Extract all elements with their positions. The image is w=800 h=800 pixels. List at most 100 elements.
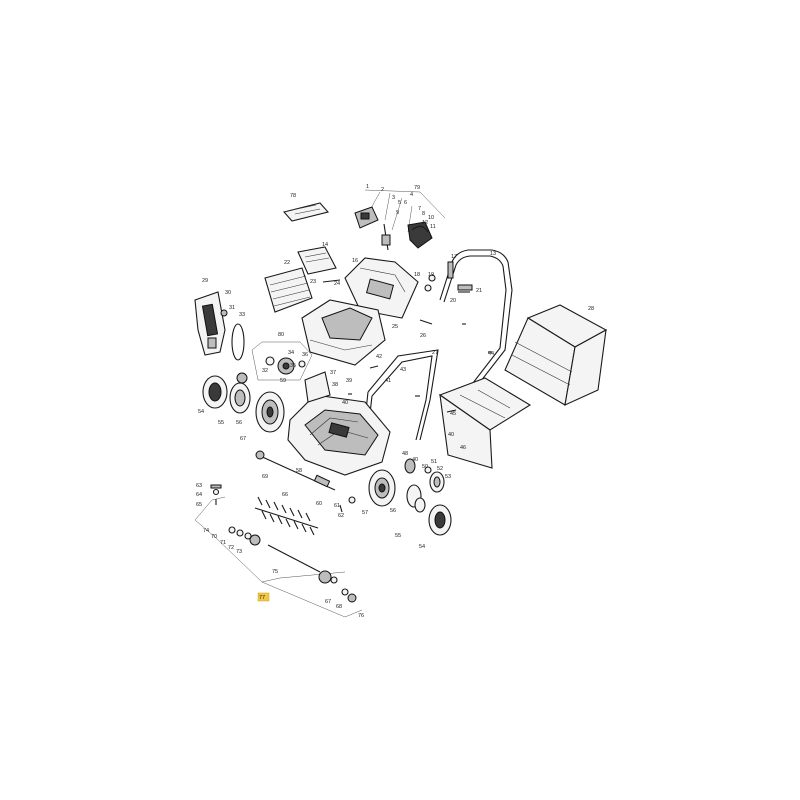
part-13-upper-handle (439, 249, 513, 396)
label-77: 77 (259, 595, 265, 601)
label-2: 2 (381, 187, 384, 193)
label-43: 43 (400, 367, 406, 373)
label-35: 35 (290, 363, 296, 369)
part-29-motor (194, 291, 226, 356)
label-11: 11 (430, 224, 436, 230)
label-39: 39 (346, 378, 352, 384)
label-60: 60 (316, 501, 322, 507)
highlight-box-77 (257, 592, 270, 602)
part-60-axle-end (313, 474, 331, 488)
label-22: 22 (284, 260, 290, 266)
part-28-grass-box (504, 304, 608, 406)
part-number-labels: 78 79 1 2 3 4 5 6 7 8 9 10 11 12 13 14 1… (196, 184, 594, 619)
label-71: 71 (220, 540, 226, 546)
part-54-hubcap-left (202, 375, 228, 409)
part-53-front-wheel-small (429, 471, 445, 493)
label-28: 28 (588, 306, 594, 312)
label-24: 24 (334, 281, 340, 287)
part-14-warning-label (297, 246, 337, 275)
label-1: 1 (366, 184, 369, 190)
part-80-main-cover (301, 299, 386, 366)
label-59: 59 (280, 378, 286, 384)
label-36: 36 (302, 352, 308, 358)
label-74: 74 (203, 528, 209, 534)
label-18: 18 (414, 272, 420, 278)
part-31-pulley (220, 309, 228, 317)
label-10: 10 (428, 215, 434, 221)
label-66: 66 (282, 492, 288, 498)
label-56-right: 56 (390, 508, 396, 514)
label-72: 72 (228, 545, 234, 551)
label-76: 76 (358, 613, 364, 619)
label-67-upper: 67 (240, 436, 246, 442)
label-3: 3 (392, 195, 395, 201)
label-19: 19 (428, 272, 434, 278)
part-16-top-cover (344, 257, 419, 319)
part-1-switch-housing (354, 206, 379, 229)
label-42: 42 (376, 354, 382, 360)
part-54-hubcap-right (428, 504, 452, 536)
label-23: 23 (310, 279, 316, 285)
label-78: 78 (290, 193, 296, 199)
part-56-wheel-left (255, 391, 285, 433)
label-27: 27 (432, 350, 438, 356)
label-68: 68 (336, 604, 342, 610)
label-63: 63 (196, 483, 202, 489)
part-40-chassis-deck (287, 394, 391, 476)
label-54-right: 54 (419, 544, 425, 550)
part-11-switch-lever (407, 221, 433, 249)
part-17-21-handle-fittings (424, 261, 473, 292)
label-57: 57 (362, 510, 368, 516)
part-57-wheel-right (368, 469, 396, 507)
label-34: 34 (288, 350, 294, 356)
label-9: 9 (396, 210, 399, 216)
label-45: 45 (450, 411, 456, 417)
label-48: 48 (402, 451, 408, 457)
label-55-left: 55 (218, 420, 224, 426)
part-22-air-filter (264, 267, 313, 313)
label-46: 46 (460, 445, 466, 451)
label-69: 69 (262, 474, 268, 480)
label-16: 16 (352, 258, 358, 264)
part-75-roller-shaft (228, 526, 357, 603)
label-21: 21 (476, 288, 482, 294)
part-46-grass-bag-frame (438, 377, 532, 469)
label-26: 26 (420, 333, 426, 339)
label-55-right: 55 (395, 533, 401, 539)
label-64: 64 (196, 492, 202, 498)
label-51: 51 (431, 459, 437, 465)
label-7: 7 (418, 206, 421, 212)
label-40-chassis: 40 (342, 400, 348, 406)
label-73: 73 (236, 549, 242, 555)
label-61: 61 (334, 503, 340, 509)
label-17: 17 (451, 254, 457, 260)
label-33: 33 (239, 312, 245, 318)
label-8: 8 (422, 211, 425, 217)
label-38: 38 (332, 382, 338, 388)
label-25: 25 (392, 324, 398, 330)
label-40-bag: 40 (448, 432, 454, 438)
label-70: 70 (211, 534, 217, 540)
label-14: 14 (322, 242, 328, 248)
label-41: 41 (385, 378, 391, 384)
label-12: 12 (422, 220, 428, 226)
part-32-35-pulley-assembly (251, 341, 313, 381)
label-79: 79 (414, 185, 420, 191)
label-52: 52 (437, 466, 443, 472)
part-55-wheel-hub-left (229, 382, 251, 414)
part-61-62-fasteners (339, 496, 356, 513)
label-75: 75 (272, 569, 278, 575)
label-40-right: 40 (412, 457, 418, 463)
label-31: 31 (229, 305, 235, 311)
label-13: 13 (490, 251, 496, 257)
label-30: 30 (225, 290, 231, 296)
label-58: 58 (296, 468, 302, 474)
label-37: 37 (330, 370, 336, 376)
part-9-cable-plug (381, 223, 391, 251)
part-50-52-hub-pieces (404, 458, 432, 474)
label-53: 53 (445, 474, 451, 480)
part-37-flap (304, 371, 331, 403)
label-29: 29 (202, 278, 208, 284)
part-24-25-cover-clips (322, 279, 433, 325)
